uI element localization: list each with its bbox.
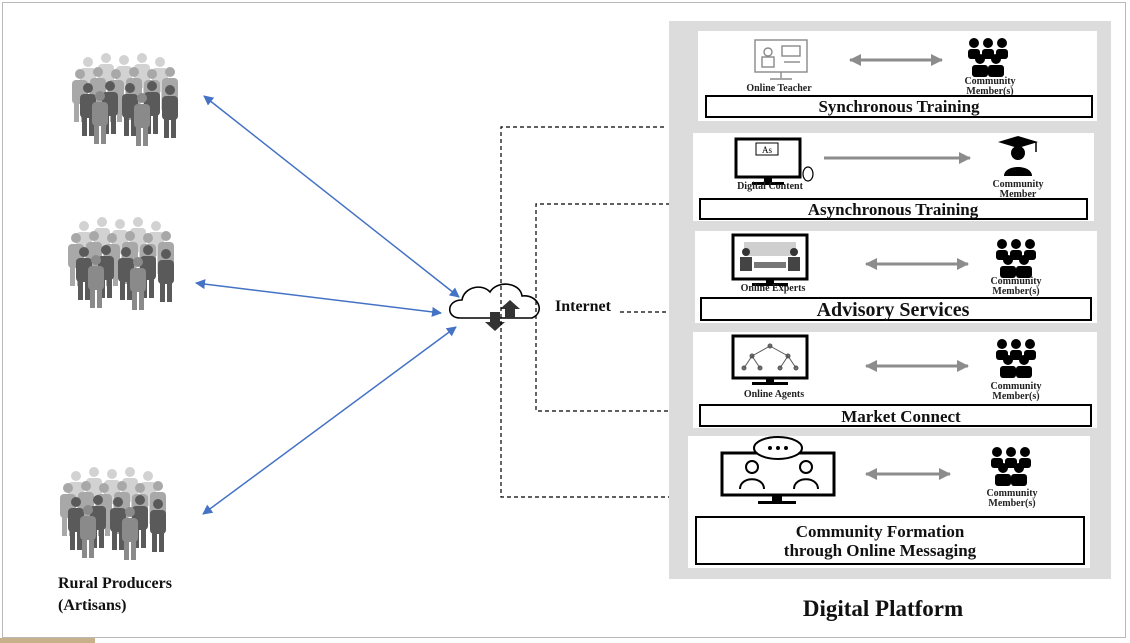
panel-market-connect: Online Agents Community Member(s) Market… [693, 332, 1097, 428]
community-label-line2: Member(s) [992, 286, 1039, 297]
online-experts-label: Online Experts [741, 283, 806, 294]
online-experts-monitor-icon [731, 233, 809, 286]
online-agents-label: Online Agents [744, 389, 804, 400]
producers-label-line2: (Artisans) [58, 597, 126, 614]
community-label-line1: Community [990, 276, 1041, 287]
video-chat-monitor-icon [720, 436, 836, 504]
digital-content-label: Digital Content [737, 181, 804, 192]
connection-arrow [202, 326, 457, 515]
panel-title: Market Connect [841, 407, 961, 426]
community-label-line1: Community [992, 179, 1043, 190]
panel-title: Advisory Services [817, 299, 970, 321]
connection-arrow [203, 95, 460, 298]
panel-title-line1: Community Formation [796, 522, 965, 541]
panel-title-line2: through Online Messaging [784, 541, 977, 560]
graduate-member-icon [998, 136, 1038, 176]
people-crowd-icon [72, 53, 178, 146]
people-crowd-icon [68, 217, 174, 310]
panel-synchronous-training: Online Teacher Community Member(s) Synch… [698, 31, 1097, 121]
platform-title: Digital Platform [803, 596, 963, 621]
community-group-icon [996, 339, 1036, 378]
community-label-line1: Community [990, 381, 1041, 392]
screen-text: As [762, 145, 772, 155]
digital-content-monitor-icon: As [734, 137, 814, 185]
panel-advisory-services: Online Experts Community Member(s) Advis… [695, 231, 1097, 323]
community-group-icon [968, 38, 1008, 77]
producers-label-line1: Rural Producers [58, 575, 172, 592]
panel-asynchronous-training: As Digital Content Community Member Asyn… [693, 133, 1094, 221]
dashed-connectors [500, 126, 695, 498]
community-group-icon [996, 239, 1036, 278]
panel-title: Synchronous Training [818, 97, 980, 116]
community-label-line1: Community [986, 488, 1037, 499]
community-label-line2: Member [1000, 189, 1037, 200]
online-agents-monitor-icon [731, 334, 809, 385]
community-label-line1: Community [964, 76, 1015, 87]
community-label-line2: Member(s) [966, 86, 1013, 97]
connection-arrow [195, 279, 442, 317]
online-teacher-monitor-icon [754, 39, 808, 80]
corner-accent [0, 638, 95, 643]
panel-title: Asynchronous Training [808, 200, 979, 219]
cloud-upload-download-icon [448, 283, 540, 331]
community-label-line2: Member(s) [988, 498, 1035, 509]
online-teacher-label: Online Teacher [746, 83, 812, 94]
people-crowd-icon [60, 467, 166, 560]
internet-label: Internet [555, 298, 612, 315]
community-group-icon [991, 447, 1031, 486]
community-label-line2: Member(s) [992, 391, 1039, 402]
panel-community-formation: Community Member(s) Community Formation … [688, 436, 1090, 568]
